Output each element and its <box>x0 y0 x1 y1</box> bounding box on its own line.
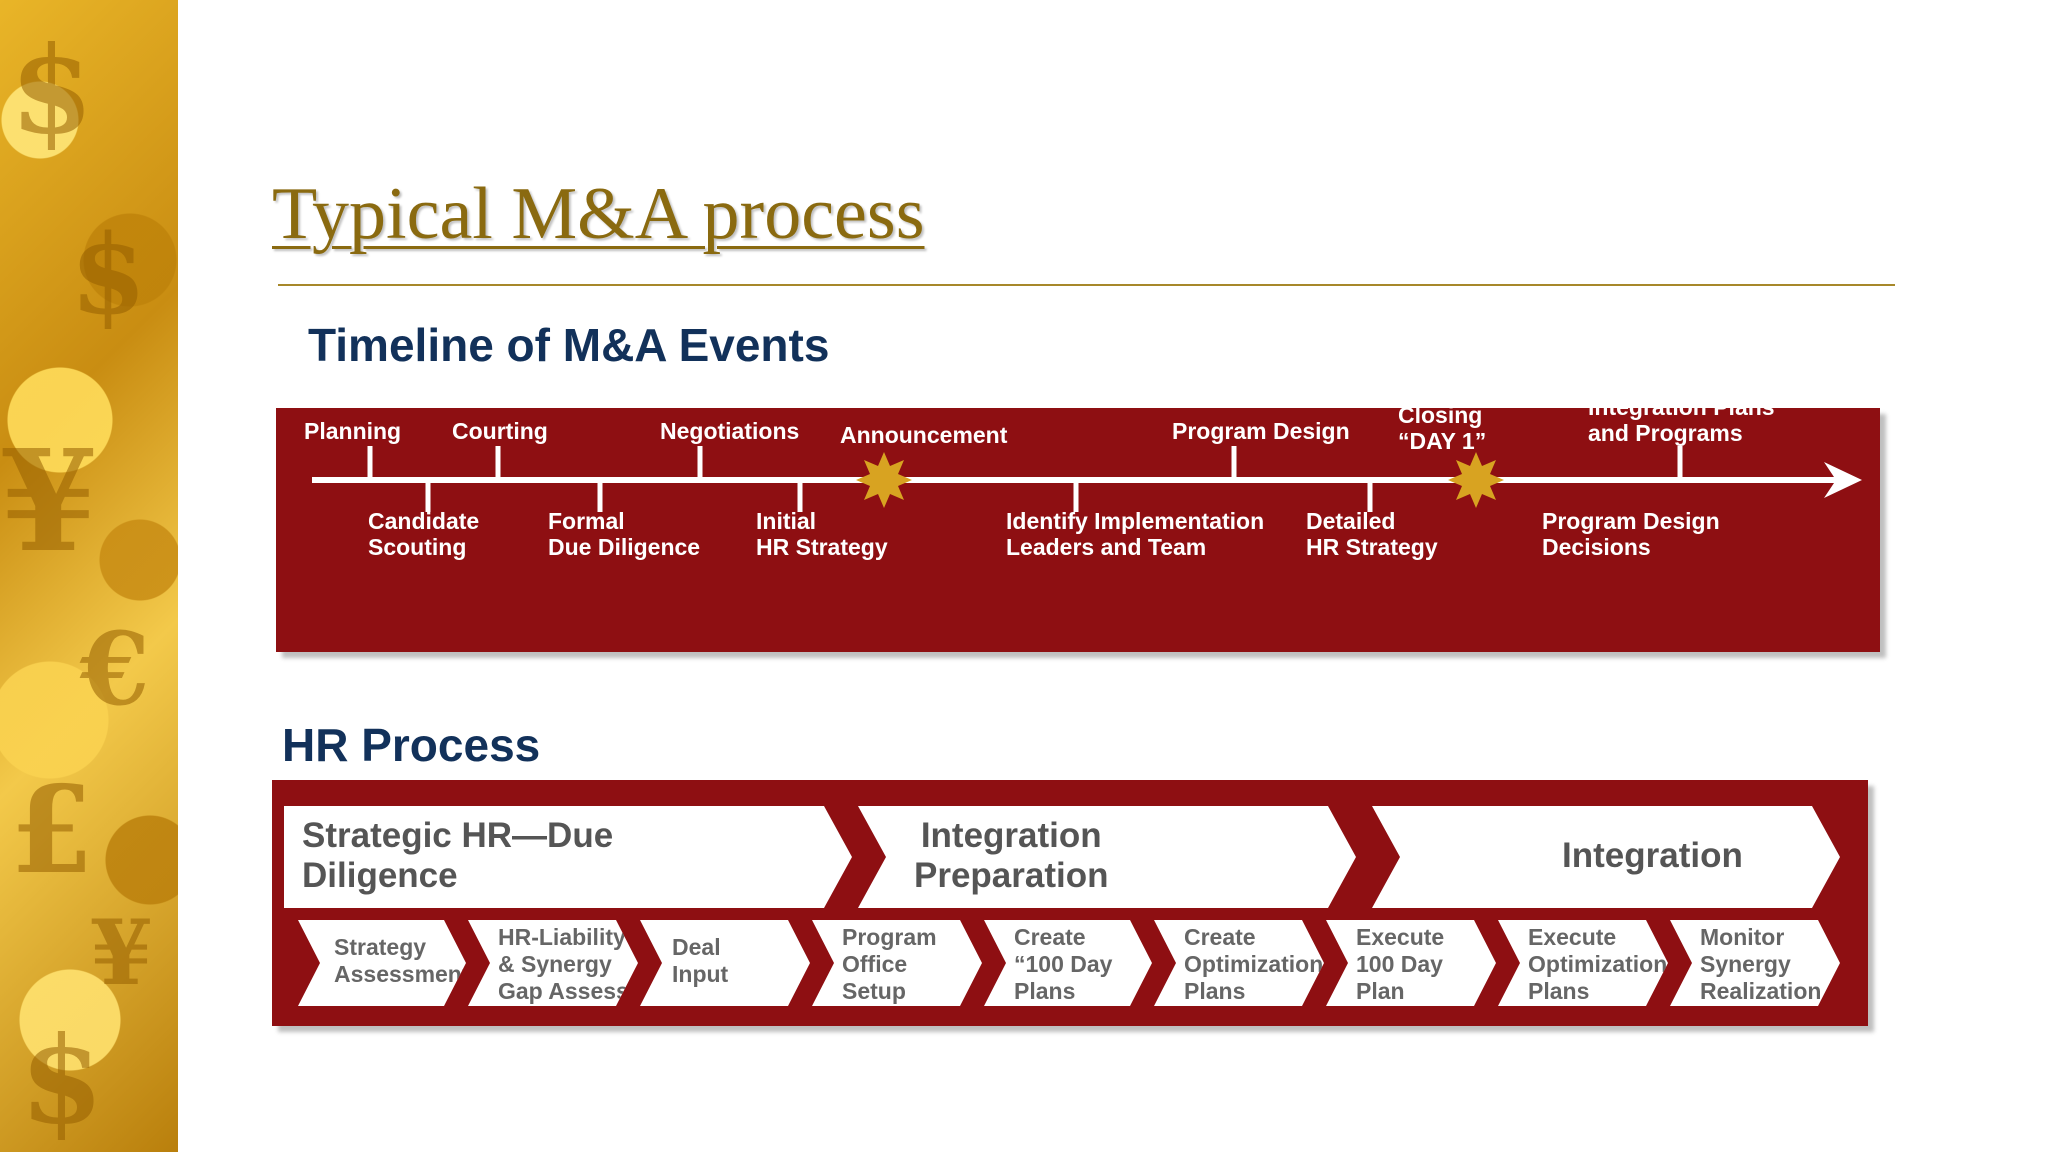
event-courting: Courting <box>452 418 548 444</box>
step-monitor-synergy-realization: Monitor Synergy Realization <box>1670 920 1840 1006</box>
step-execute-optimization-plans: Execute Optimization Plans <box>1498 920 1668 1006</box>
step-strategy-assessment: Strategy Assessment <box>298 920 466 1006</box>
yen-symbol-decoration: ¥ <box>90 900 153 1006</box>
dollar-symbol-decoration: $ <box>70 210 147 339</box>
step-create-100-day-plans: Create “100 Day Plans <box>984 920 1152 1006</box>
step-label: Create “100 Day Plans <box>1014 924 1113 1004</box>
title-divider <box>278 284 1895 286</box>
event-integration-plans: Integration Plans and Programs <box>1588 408 1775 446</box>
event-planning: Planning <box>304 418 402 444</box>
event-negotiations: Negotiations <box>660 418 800 444</box>
milestone-star-icon <box>1448 452 1504 508</box>
step-program-office-setup: Program Office Setup <box>812 920 982 1006</box>
event-candidate-scouting: Candidate Scouting <box>368 508 480 560</box>
timeline-panel: Planning Courting Negotiations Announcem… <box>276 408 1880 652</box>
timeline-graphic <box>312 446 1862 512</box>
step-deal-input: Deal Input <box>640 920 810 1006</box>
yen-symbol-decoration: ¥ <box>0 420 98 584</box>
step-label: HR-Liability & Synergy Gap Assessment <box>498 924 629 1004</box>
timeline-arrow-icon <box>1824 462 1862 498</box>
step-label: Execute 100 Day Plan <box>1356 924 1445 1004</box>
slide-title: Typical M&A process <box>272 173 925 255</box>
step-label: Create Optimization Plans <box>1184 924 1324 1004</box>
milestone-star-icon <box>856 452 912 508</box>
dollar-symbol-decoration: $ <box>20 1010 104 1151</box>
event-initial-hr-strategy: Initial HR Strategy <box>756 508 888 560</box>
phase-label: Integration Preparation <box>914 816 1109 895</box>
timeline-header: Timeline of M&A Events <box>308 319 830 371</box>
phase-integration: Integration <box>1372 806 1840 908</box>
phase-due-diligence: Strategic HR—Due Diligence <box>284 806 852 908</box>
step-hr-liability-gap: HR-Liability & Synergy Gap Assessment <box>468 920 638 1006</box>
dollar-symbol-decoration: $ <box>10 20 94 161</box>
pound-symbol-decoration: £ <box>10 760 94 901</box>
hr-process-panel: Strategic HR—Due Diligence Integration P… <box>272 780 1868 1026</box>
step-label: Program Office Setup <box>842 924 937 1004</box>
step-label: Strategy Assessment <box>334 934 466 987</box>
phase-label: Strategic HR—Due Diligence <box>302 816 614 895</box>
step-create-optimization-plans: Create Optimization Plans <box>1154 920 1324 1006</box>
decorative-currency-strip: $ $ ¥ € £ ¥ $ <box>0 0 178 1152</box>
event-announcement: Announcement <box>840 422 1008 448</box>
event-closing-day-1: Closing “DAY 1” <box>1398 408 1487 454</box>
step-label: Execute Optimization Plans <box>1528 924 1668 1004</box>
event-detailed-hr-strategy: Detailed HR Strategy <box>1306 508 1438 560</box>
hr-process-header: HR Process <box>282 719 541 771</box>
phase-integration-preparation: Integration Preparation <box>858 806 1356 908</box>
step-label: Monitor Synergy Realization <box>1700 924 1822 1004</box>
event-program-design-decisions: Program Design Decisions <box>1542 508 1720 560</box>
event-program-design: Program Design <box>1172 418 1350 444</box>
step-execute-100-day-plan: Execute 100 Day Plan <box>1326 920 1496 1006</box>
event-formal-due-diligence: Formal Due Diligence <box>548 508 701 560</box>
step-label: Deal Input <box>672 934 729 987</box>
euro-symbol-decoration: € <box>80 610 150 728</box>
phase-label: Integration <box>1562 836 1743 875</box>
event-identify-leaders: Identify Implementation Leaders and Team <box>1006 508 1265 560</box>
